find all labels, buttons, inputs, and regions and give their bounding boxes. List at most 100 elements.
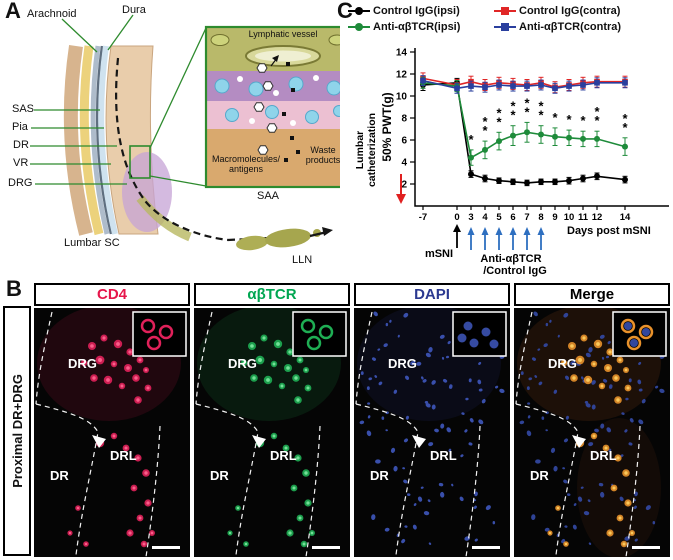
lln-label: LLN xyxy=(292,254,313,266)
x-tick-label: 5 xyxy=(496,212,502,223)
x-tick-label: 7 xyxy=(524,212,529,223)
region-labels: DRG DR DRL xyxy=(50,356,137,483)
lumbar-sc-label: Lumbar SC xyxy=(64,237,120,249)
micrograph-red: DRG DR DRL xyxy=(34,305,190,558)
legend-item-control-contra: Control IgG(contra) xyxy=(494,3,666,18)
macromolecules-label: Macromolecules/ xyxy=(211,154,281,164)
drl-region-label: DRL xyxy=(110,448,137,463)
x-tick-label: 8 xyxy=(538,212,543,223)
legend-label: Control IgG(ipsi) xyxy=(373,4,460,17)
x-tick-label: 6 xyxy=(510,212,515,223)
macromolecule-hexagons xyxy=(253,63,278,155)
micrograph-title-blue: DAPI xyxy=(354,283,510,306)
lumbar-catheterization-label: Lumbarcatheterization xyxy=(354,113,378,187)
legend-item-anti-ipsi: Anti-αβTCR(ipsi) xyxy=(348,19,494,34)
saa-label: SAA xyxy=(257,190,280,202)
treatment-arrows xyxy=(467,227,545,250)
x-axis-label: Days post mSNI xyxy=(567,225,651,237)
anatomy-diagram xyxy=(30,14,340,251)
scale-bar xyxy=(152,546,180,549)
micrograph-title-merge: Merge xyxy=(514,283,670,306)
svg-text:*: * xyxy=(538,108,544,123)
chart-legend: Control IgG(ipsi) Control IgG(contra) An… xyxy=(348,3,666,34)
drl-region-label: DRL xyxy=(270,448,297,463)
dr-region-label: DR xyxy=(50,468,69,483)
msni-label: mSNI xyxy=(425,248,453,260)
y-tick-label: 12 xyxy=(396,70,408,81)
side-label: Proximal DR+DRG xyxy=(9,374,25,488)
legend-label: Control IgG(contra) xyxy=(519,4,621,17)
svg-text:*: * xyxy=(468,132,474,147)
dura-label: Dura xyxy=(122,4,146,16)
pointer-arrow-icon xyxy=(412,435,426,448)
antigens-label: antigens xyxy=(228,164,264,174)
svg-text:*: * xyxy=(580,113,586,128)
series-Anti-αβTCR(contra) xyxy=(420,75,628,94)
micrograph-title-red: CD4 xyxy=(34,283,190,306)
significance-marks: ****************** xyxy=(468,95,628,146)
square-marker-icon xyxy=(494,6,516,16)
dorsal-root-dashed-path xyxy=(115,57,229,242)
panel-c-label: C xyxy=(337,0,353,23)
waste-product-squares xyxy=(282,62,300,162)
svg-text:*: * xyxy=(538,99,544,114)
drg-region-label: DRG xyxy=(388,356,417,371)
zoom-box xyxy=(129,145,151,179)
x-tick-label: 10 xyxy=(564,212,575,223)
svg-text:*: * xyxy=(482,123,488,138)
vr-label: VR xyxy=(13,157,29,169)
x-tick-label: 3 xyxy=(468,212,473,223)
svg-text:*: * xyxy=(594,104,600,119)
waste-label: Waste xyxy=(310,145,336,155)
square-marker-icon xyxy=(494,22,516,32)
micrograph-svg-red: DRG DR DRL xyxy=(34,305,190,558)
svg-text:*: * xyxy=(510,108,516,123)
svg-text:*: * xyxy=(552,110,558,125)
pointer-arrow-icon xyxy=(252,435,266,448)
scale-bar xyxy=(312,546,340,549)
svg-text:*: * xyxy=(594,113,600,128)
y-tick-label: 10 xyxy=(396,92,408,103)
circle-marker-icon xyxy=(348,22,370,32)
x-tick-label: 11 xyxy=(578,212,589,223)
scale-bar xyxy=(472,546,500,549)
dr-label: DR xyxy=(13,139,29,151)
series-Anti-αβTCR(ipsi) xyxy=(420,76,628,166)
x-tick-label: 14 xyxy=(620,212,631,223)
panel-b-label: B xyxy=(6,276,22,301)
pia-label: Pia xyxy=(12,121,28,133)
arachnoid-label: Arachnoid xyxy=(27,8,77,20)
x-tick-label: -7 xyxy=(419,212,427,223)
leader-lines xyxy=(30,14,207,187)
svg-text:*: * xyxy=(622,120,628,135)
x-tick-label: 0 xyxy=(454,212,459,223)
x-tick-label: 12 xyxy=(592,212,603,223)
side-label-box: Proximal DR+DRG xyxy=(3,306,31,556)
svg-text:*: * xyxy=(524,104,530,119)
y-tick-label: 14 xyxy=(396,48,408,59)
lln-node xyxy=(227,227,333,251)
immune-cells-layer xyxy=(67,334,155,548)
drg-label: DRG xyxy=(8,177,33,189)
svg-text:*: * xyxy=(496,114,502,129)
scale-bar xyxy=(632,546,660,549)
x-tick-label: 9 xyxy=(552,212,557,223)
panel-a-label: A xyxy=(5,0,21,23)
legend-label: Anti-αβTCR(contra) xyxy=(519,20,622,33)
drg-region-label: DRG xyxy=(68,356,97,371)
y-tick-label: 8 xyxy=(401,114,407,125)
drg-region-label: DRG xyxy=(228,356,257,371)
dr-region-label: DR xyxy=(370,468,389,483)
y-tick-label: 2 xyxy=(401,180,407,191)
series-Control IgG(ipsi) xyxy=(420,77,628,187)
drg-region-label: DRG xyxy=(548,356,577,371)
